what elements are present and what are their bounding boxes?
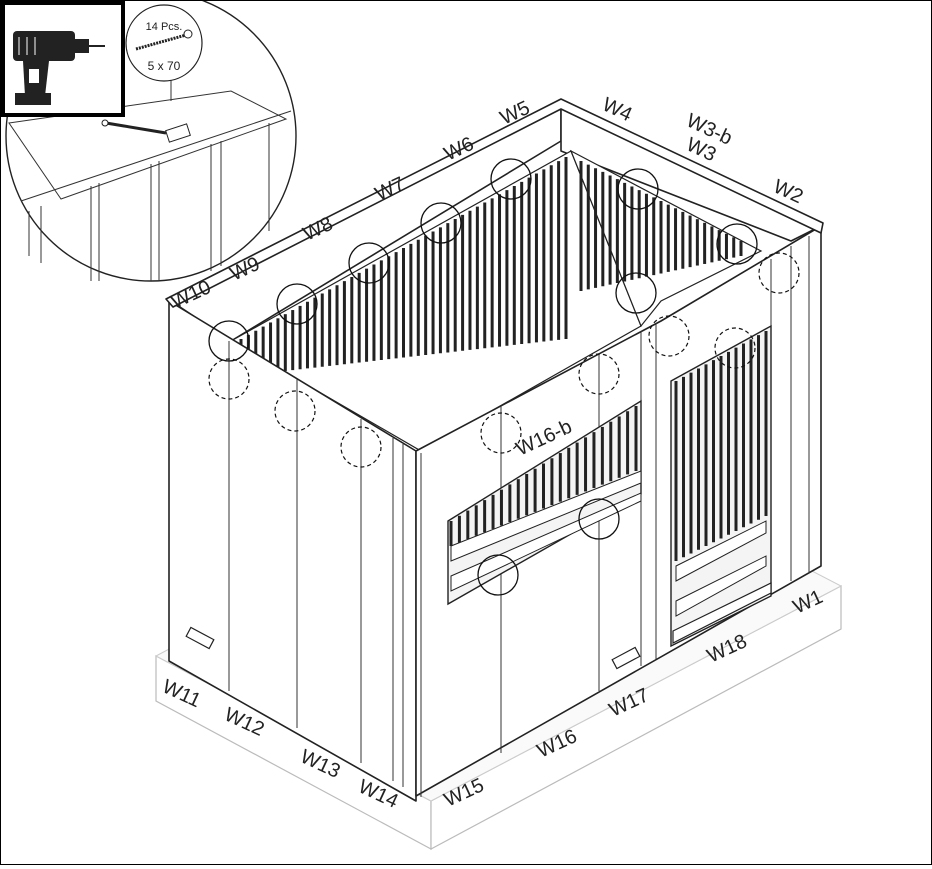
door-opening [670,324,772,648]
back-wall-slats [239,157,568,376]
screw-quantity: 14 Pcs. [146,21,183,33]
window-opening [447,399,642,606]
screw-size: 5 x 70 [148,59,181,73]
screw-callout: 14 Pcs. 5 x 70 [125,4,203,82]
cordless-drill-icon [1,1,125,117]
screw-markers-solid [208,158,758,596]
screw-markers-dashed [208,252,800,468]
